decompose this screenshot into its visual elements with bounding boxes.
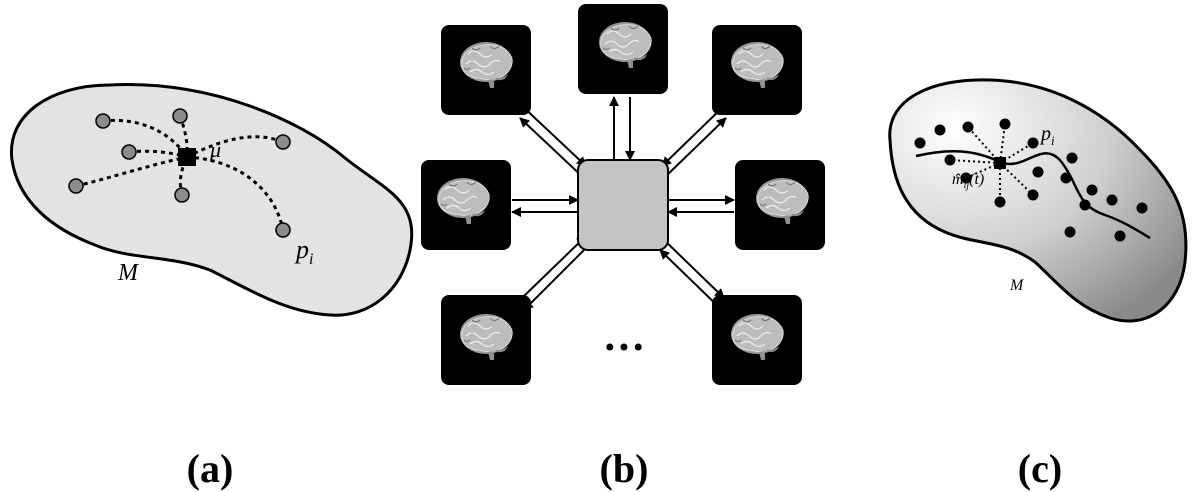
data-point xyxy=(1086,184,1098,196)
data-point xyxy=(1060,172,1072,184)
panel-b: ••• (b) xyxy=(421,4,825,491)
manifold-label-c: M xyxy=(1009,277,1025,294)
data-point xyxy=(1027,189,1039,201)
regression-curve xyxy=(915,149,1151,240)
data-point xyxy=(121,144,137,160)
brain-tile-right xyxy=(735,160,825,250)
data-point xyxy=(172,108,188,124)
curve-point xyxy=(994,157,1006,169)
data-point xyxy=(174,187,190,203)
panel-a: μ pi M (a) xyxy=(9,83,414,491)
mean-point xyxy=(178,148,196,166)
panel-c: pi m̂ij(t) M (c) xyxy=(888,78,1188,491)
caption-a: (a) xyxy=(187,446,234,491)
data-point xyxy=(994,196,1006,208)
data-point xyxy=(275,134,291,150)
central-hub xyxy=(577,159,669,251)
curve-point-label: m̂ij(t) xyxy=(952,171,984,191)
manifold-label-a: M xyxy=(117,260,140,286)
data-point xyxy=(275,222,291,238)
data-points-c xyxy=(914,118,1148,242)
data-points-a xyxy=(68,108,291,238)
data-point xyxy=(1066,152,1078,164)
data-point xyxy=(962,121,974,133)
point-label-a: pi xyxy=(294,235,313,268)
ellipsis-b: ••• xyxy=(603,334,645,362)
data-point xyxy=(934,124,946,136)
data-point xyxy=(1106,194,1118,206)
data-point xyxy=(944,154,956,166)
data-point xyxy=(95,113,111,129)
data-point xyxy=(999,118,1011,130)
brain-tile-bottom-left xyxy=(441,295,531,385)
data-point xyxy=(1032,166,1044,178)
manifold-c xyxy=(888,78,1188,323)
data-point xyxy=(1114,230,1126,242)
brain-tile-top-right xyxy=(712,25,802,115)
brain-tile-bottom-right xyxy=(712,295,802,385)
data-point xyxy=(68,178,84,194)
data-point xyxy=(914,137,926,149)
caption-b: (b) xyxy=(600,446,649,491)
brain-tile-top xyxy=(578,4,668,94)
brain-tile-left xyxy=(421,160,511,250)
data-point xyxy=(1064,226,1076,238)
data-point xyxy=(960,172,972,184)
caption-c: (c) xyxy=(1018,446,1062,491)
manifold-a xyxy=(9,83,414,317)
data-point xyxy=(1027,137,1039,149)
data-point xyxy=(1136,202,1148,214)
mean-label: μ xyxy=(209,137,221,162)
data-point xyxy=(1079,199,1091,211)
point-label-c: pi xyxy=(1039,123,1055,148)
brain-tile-top-left xyxy=(441,25,531,115)
